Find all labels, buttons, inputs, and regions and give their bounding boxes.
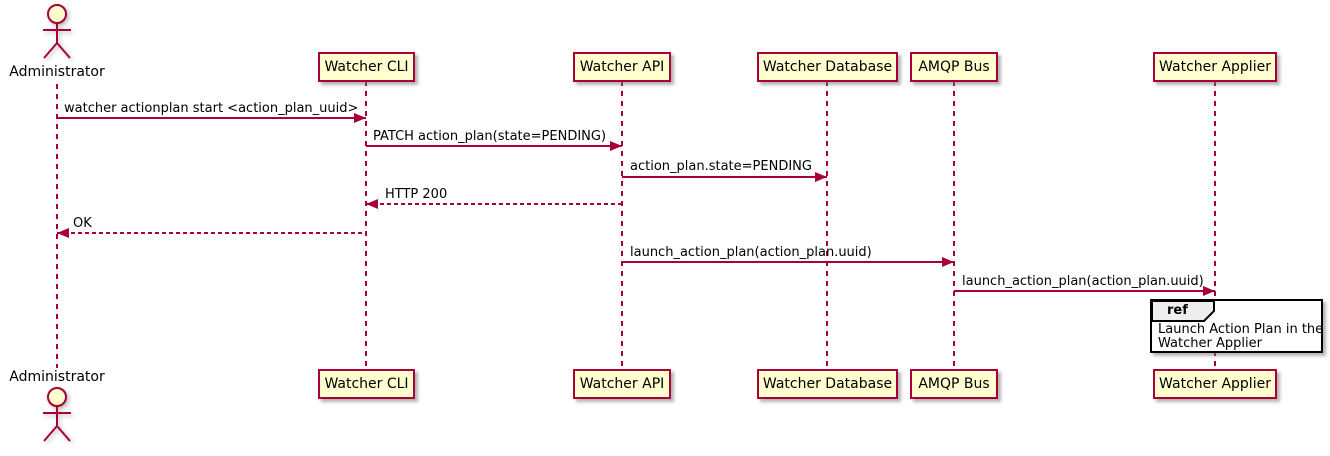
- participant-box-amqp-bus-top: AMQP Bus: [910, 52, 998, 82]
- ref-text-line2: Watcher Applier: [1158, 336, 1262, 351]
- message-line: [622, 176, 827, 178]
- participant-box-watcher-api-top: Watcher API: [573, 52, 671, 82]
- message-label: HTTP 200: [385, 187, 448, 202]
- arrowhead-icon: [57, 228, 69, 238]
- participant-box-watcher-applier-bottom: Watcher Applier: [1153, 369, 1277, 399]
- message-label: launch_action_plan(action_plan.uuid): [630, 245, 872, 260]
- ref-fragment: ref Launch Action Plan in the Watcher Ap…: [1150, 299, 1323, 353]
- arrowhead-icon: [354, 113, 366, 123]
- message-line: [622, 261, 954, 263]
- lifeline-watcher-applier: [1214, 81, 1216, 369]
- participant-box-watcher-database-top: Watcher Database: [757, 52, 898, 82]
- lifeline-watcher-api: [621, 81, 623, 369]
- lifeline-watcher-cli: [365, 81, 367, 369]
- lifeline-administrator: [56, 84, 58, 368]
- actor-label-bottom: Administrator: [9, 369, 105, 385]
- arrowhead-icon: [942, 257, 954, 267]
- participant-box-watcher-api-bottom: Watcher API: [573, 369, 671, 399]
- ref-keyword: ref: [1167, 303, 1188, 318]
- message-line: [57, 232, 366, 234]
- message-label: action_plan.state=PENDING: [630, 159, 812, 174]
- participant-box-watcher-applier-top: Watcher Applier: [1153, 52, 1277, 82]
- message-label: launch_action_plan(action_plan.uuid): [962, 274, 1204, 289]
- ref-text-line1: Launch Action Plan in the: [1158, 322, 1324, 337]
- message-label: OK: [73, 216, 92, 231]
- arrowhead-icon: [610, 141, 622, 151]
- participant-box-watcher-cli-bottom: Watcher CLI: [318, 369, 415, 399]
- message-line: [366, 145, 622, 147]
- arrowhead-icon: [1203, 286, 1215, 296]
- lifeline-watcher-database: [826, 81, 828, 369]
- message-label: watcher actionplan start <action_plan_uu…: [64, 101, 359, 116]
- message-line: [57, 117, 366, 119]
- actor-icon: [43, 4, 71, 59]
- message-line: [366, 203, 622, 205]
- lifeline-amqp-bus: [953, 81, 955, 369]
- message-line: [954, 290, 1215, 292]
- message-label: PATCH action_plan(state=PENDING): [373, 129, 607, 144]
- arrowhead-icon: [815, 172, 827, 182]
- actor-icon: [43, 387, 71, 442]
- participant-box-watcher-database-bottom: Watcher Database: [757, 369, 898, 399]
- actor-label-top: Administrator: [9, 64, 105, 80]
- participant-box-amqp-bus-bottom: AMQP Bus: [910, 369, 998, 399]
- ref-header-pentagon-icon: [1151, 300, 1215, 322]
- arrowhead-icon: [366, 199, 378, 209]
- participant-box-watcher-cli-top: Watcher CLI: [318, 52, 415, 82]
